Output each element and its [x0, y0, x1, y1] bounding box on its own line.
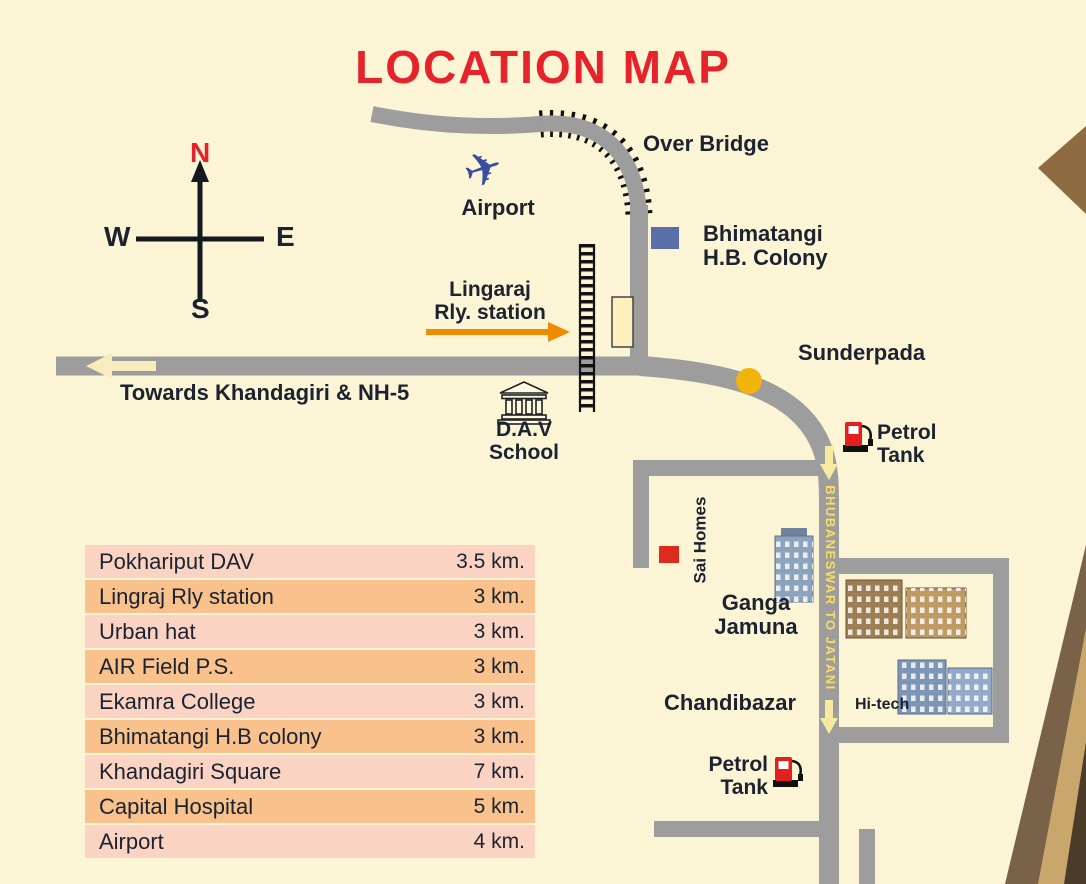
table-distance: 4 km.	[473, 829, 525, 853]
ganga-line2: Jamuna	[714, 614, 798, 640]
railway-track	[578, 244, 596, 412]
compass-south-label: S	[191, 293, 210, 324]
arrow-left-icon	[86, 353, 156, 379]
bhimatangi-label: Bhimatangi H.B. Colony	[703, 221, 828, 271]
lingaraj-line1: Lingaraj	[449, 278, 531, 301]
compass-north-label: N	[190, 137, 211, 168]
table-distance: 5 km.	[473, 794, 525, 818]
petrol-pump-icon	[771, 755, 805, 789]
table-place: Pokhariput DAV	[99, 548, 254, 574]
table-place: Lingraj Rly station	[99, 583, 274, 609]
bhimatangi-line2: H.B. Colony	[703, 245, 828, 271]
table-place: Ekamra College	[99, 688, 256, 714]
table-distance: 3 km.	[473, 689, 525, 713]
table-row: Ekamra College 3 km.	[85, 685, 535, 718]
table-distance: 3 km.	[473, 654, 525, 678]
table-distance: 3 km.	[473, 619, 525, 643]
petrol-bottom-line1: Petrol	[708, 753, 768, 776]
dav-school-label: D.A.V School	[481, 418, 567, 464]
lingaraj-station-label: Lingaraj Rly. station	[427, 278, 553, 324]
petrol-bottom-line2: Tank	[720, 776, 768, 800]
table-row: Capital Hospital 5 km.	[85, 790, 535, 823]
petrol-top-line2: Tank	[877, 444, 925, 468]
petrol-tank-top-label: Petrol Tank	[877, 421, 937, 467]
arrow-right-orange-icon	[426, 322, 570, 342]
sunderpada-label: Sunderpada	[798, 340, 926, 365]
table-row: Urban hat 3 km.	[85, 615, 535, 648]
compass-west-label: W	[104, 221, 131, 252]
road-bridge-surface	[539, 115, 647, 216]
table-distance: 3.5 km.	[456, 549, 525, 573]
table-distance: 7 km.	[473, 759, 525, 783]
table-place: Airport	[99, 828, 164, 854]
sai-homes-label: Sai Homes	[690, 496, 710, 584]
ganga-line1: Ganga	[721, 590, 791, 615]
sai-homes-marker	[659, 546, 679, 563]
table-row: AIR Field P.S. 3 km.	[85, 650, 535, 683]
dav-line2: School	[488, 441, 559, 465]
chandibazar-label: Chandibazar	[664, 690, 797, 715]
towards-khandagiri-label: Towards Khandagiri & NH-5	[120, 380, 410, 405]
buildings-cluster-icon	[845, 579, 967, 639]
bhimatangi-colony-marker	[651, 227, 679, 249]
distance-table: Pokhariput DAV 3.5 km. Lingraj Rly stati…	[85, 545, 535, 860]
bhimatangi-line1: Bhimatangi	[703, 221, 823, 246]
table-distance: 3 km.	[473, 584, 525, 608]
jatani-road-label: BHUBANESWAR TO JATANI	[823, 485, 839, 691]
petrol-tank-bottom-label: Petrol Tank	[688, 753, 768, 799]
table-distance: 3 km.	[473, 724, 525, 748]
page-title: LOCATION MAP	[355, 41, 731, 93]
ganga-jamuna-building-icon	[774, 528, 814, 603]
airport-label: Airport	[461, 195, 535, 220]
corner-decoration	[1005, 126, 1086, 884]
hitech-label: Hi-tech	[855, 696, 910, 713]
table-row: Khandagiri Square 7 km.	[85, 755, 535, 788]
dav-line1: D.A.V	[495, 418, 552, 441]
table-row: Bhimatangi H.B colony 3 km.	[85, 720, 535, 753]
junction-dot-icon	[736, 368, 762, 394]
table-place: Urban hat	[99, 618, 196, 644]
table-place: Khandagiri Square	[99, 758, 282, 784]
lingaraj-line2: Rly. station	[434, 301, 546, 325]
petrol-pump-icon	[841, 420, 875, 454]
table-row: Lingraj Rly station 3 km.	[85, 580, 535, 613]
table-place: Bhimatangi H.B colony	[99, 723, 322, 749]
table-place: AIR Field P.S.	[99, 653, 235, 679]
road-top	[370, 106, 541, 135]
table-row: Pokhariput DAV 3.5 km.	[85, 545, 535, 578]
table-row: Airport 4 km.	[85, 825, 535, 858]
ganga-jamuna-label: Ganga Jamuna	[700, 590, 812, 640]
school-icon	[497, 381, 551, 425]
compass-rose-icon	[136, 160, 264, 302]
hitech-buildings-icon	[897, 659, 993, 715]
road-main-curve-jatani	[639, 356, 839, 884]
station-building-icon	[611, 296, 634, 348]
compass-east-label: E	[276, 221, 295, 252]
table-place: Capital Hospital	[99, 793, 254, 819]
over-bridge-label: Over Bridge	[643, 131, 769, 156]
petrol-top-line1: Petrol	[877, 421, 937, 444]
